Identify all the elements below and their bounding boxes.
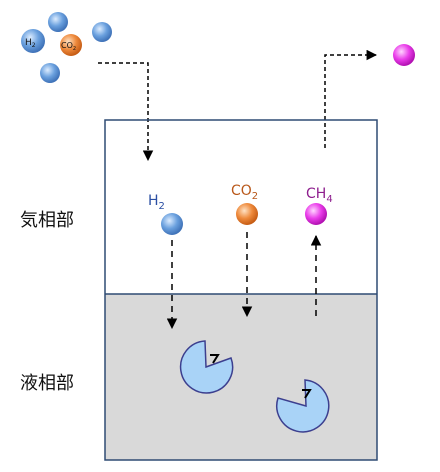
inflow-arrow: [98, 62, 154, 162]
cluster-h2-label: H2: [25, 38, 36, 49]
liquid-region: [105, 294, 377, 460]
outflow-arrow: [324, 49, 378, 148]
co2-gas-ball: [236, 203, 258, 225]
h2-ball: [48, 12, 68, 32]
ch4-output-ball: [393, 44, 415, 66]
tank-outline: [104, 119, 378, 461]
h2-ball: [92, 22, 112, 42]
h2-ball: [40, 63, 60, 83]
liquid-phase-label: 液相部: [20, 373, 74, 394]
microbe-icon: [276, 379, 330, 433]
h2-gas-ball: [161, 213, 183, 235]
ch4-gas-ball: [305, 203, 327, 225]
co2-ball-labeled: [60, 34, 82, 56]
ch4-label: CH4: [306, 186, 333, 205]
co2-label: CO2: [231, 183, 258, 202]
cluster-co2-label: CO2: [61, 41, 76, 52]
microbe-icon: [179, 340, 234, 394]
h2-label: H2: [148, 193, 165, 212]
gas-phase-label: 気相部: [20, 210, 74, 231]
h2-ball-labeled: [21, 29, 45, 53]
input-gas-cluster: H2 CO2: [21, 12, 112, 83]
